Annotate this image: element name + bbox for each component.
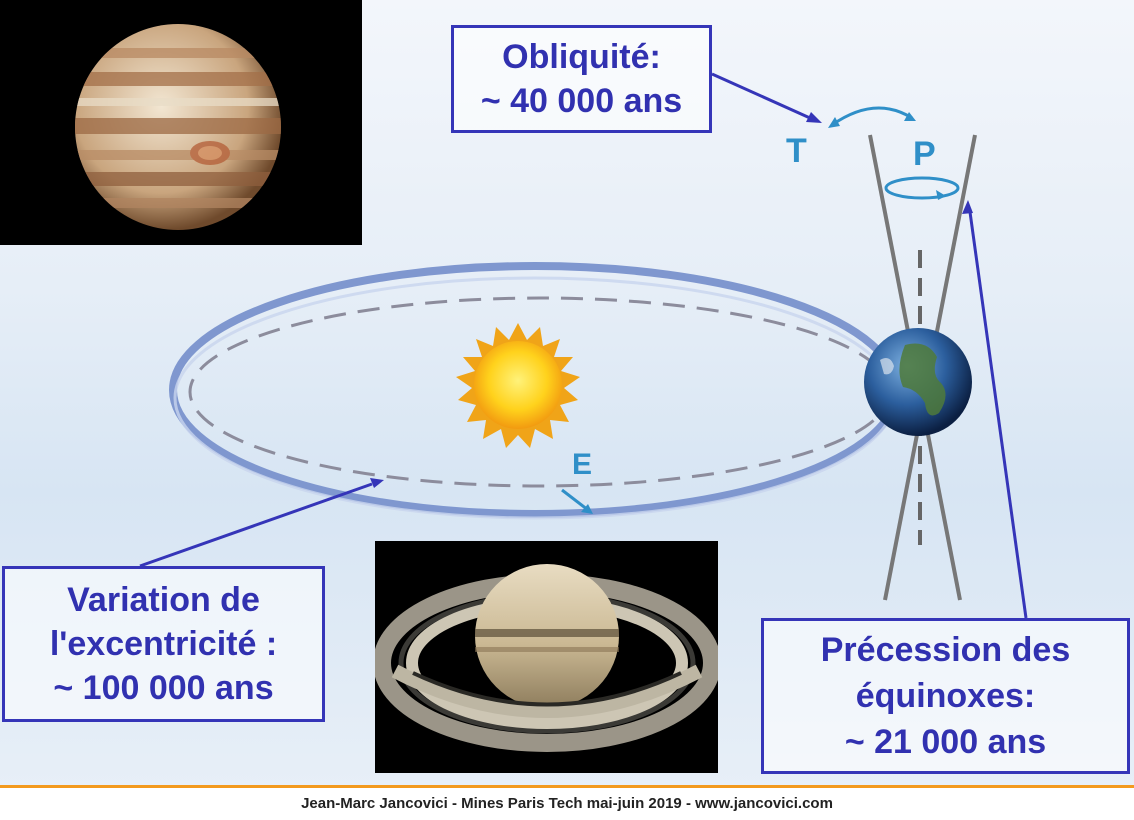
footer-credit: Jean-Marc Jancovici - Mines Paris Tech m… — [0, 788, 1134, 820]
saturn-icon — [375, 564, 718, 752]
arc-arrowhead-right-icon — [904, 112, 916, 121]
footer-divider — [0, 785, 1134, 788]
e-arrowhead-icon — [581, 504, 593, 514]
precession-period: ~ 21 000 ans — [844, 723, 1047, 761]
sun-icon — [456, 323, 580, 448]
obliquity-title: Obliquité: — [502, 38, 661, 76]
obliquity-label-box: Obliquité: ~ 40 000 ans — [451, 25, 712, 133]
precession-arrow-icon — [936, 190, 946, 200]
arc-arrowhead-left-icon — [828, 117, 840, 128]
precession-ring — [884, 176, 960, 200]
precession-label-box: Précession des équinoxes: ~ 21 000 ans — [761, 618, 1130, 774]
letter-e: E — [572, 448, 592, 481]
e-arrow-icon — [561, 488, 589, 512]
saturn-photo — [375, 541, 718, 773]
excentricite-label-box: Variation de l'excentricité : ~ 100 000 … — [2, 566, 325, 722]
letter-t: T — [786, 132, 807, 170]
pointer-lines — [139, 72, 1028, 619]
orbit-diagram: T P E — [139, 72, 1028, 619]
excentricite-line-2: l'excentricité : — [49, 625, 278, 663]
excentricite-line-1: Variation de — [67, 581, 260, 619]
obliquity-arc-icon — [831, 106, 913, 127]
obliquity-period: ~ 40 000 ans — [480, 82, 683, 120]
excentricite-period: ~ 100 000 ans — [53, 669, 274, 707]
jupiter-icon — [75, 24, 281, 230]
letter-p: P — [913, 135, 936, 173]
precession-line-2: équinoxes: — [855, 677, 1036, 715]
jupiter-photo — [0, 0, 362, 245]
earth-icon — [864, 328, 972, 436]
precession-line-1: Précession des — [820, 631, 1071, 669]
